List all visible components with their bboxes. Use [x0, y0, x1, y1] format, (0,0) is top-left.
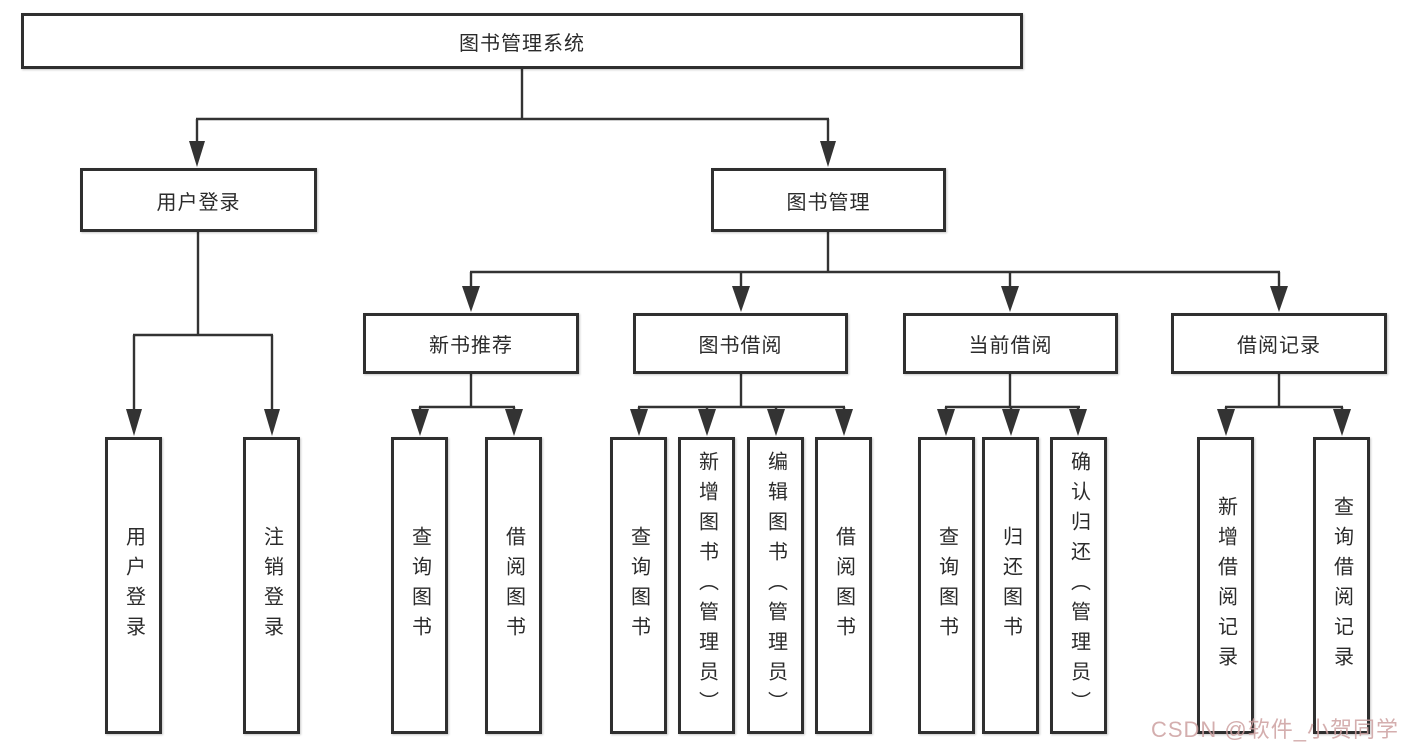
node-book-management-label: 图书管理 [786, 191, 871, 214]
watermark-text: CSDN @软件_小贺同学 [1150, 717, 1399, 742]
node-new-book-recommendation: 新书推荐 [363, 313, 579, 374]
leaf-query-books-recommend: 查询图书 [391, 437, 448, 734]
leaf-borrow-books-label: 借阅图书 [832, 525, 855, 646]
leaf-query-books-borrowing-label: 查询图书 [627, 525, 650, 646]
leaf-confirm-return-admin: 确认归还（管理员） [1050, 437, 1107, 734]
leaf-query-borrow-record-label: 查询借阅记录 [1330, 495, 1353, 676]
leaf-edit-books-admin-label: 编辑图书（管理员） [764, 450, 787, 721]
node-new-book-recommendation-label: 新书推荐 [429, 335, 513, 357]
node-current-borrowing: 当前借阅 [903, 313, 1118, 374]
leaf-add-books-admin: 新增图书（管理员） [678, 437, 735, 734]
leaf-query-borrow-record: 查询借阅记录 [1313, 437, 1370, 734]
leaf-return-books: 归还图书 [982, 437, 1039, 734]
leaf-query-books-recommend-label: 查询图书 [408, 525, 431, 646]
leaf-borrow-books-recommend-label: 借阅图书 [502, 525, 525, 646]
leaf-borrow-books-recommend: 借阅图书 [485, 437, 542, 734]
leaf-logout: 注销登录 [243, 437, 300, 734]
node-borrowing-records: 借阅记录 [1171, 313, 1387, 374]
leaf-add-books-admin-label: 新增图书（管理员） [695, 450, 718, 721]
node-book-borrowing-label: 图书借阅 [698, 335, 783, 357]
leaf-borrow-books: 借阅图书 [815, 437, 872, 734]
leaf-query-books-borrowing: 查询图书 [610, 437, 667, 734]
leaf-confirm-return-admin-label: 确认归还（管理员） [1067, 450, 1090, 721]
node-borrowing-records-label: 借阅记录 [1237, 335, 1321, 357]
leaf-add-borrow-record-label: 新增借阅记录 [1214, 495, 1237, 676]
node-book-management: 图书管理 [711, 168, 946, 232]
leaf-add-borrow-record: 新增借阅记录 [1197, 437, 1254, 734]
node-book-borrowing: 图书借阅 [633, 313, 848, 374]
node-user-login-label: 用户登录 [156, 191, 241, 214]
leaf-query-books-current: 查询图书 [918, 437, 975, 734]
leaf-logout-label: 注销登录 [260, 525, 283, 646]
node-current-borrowing-label: 当前借阅 [968, 335, 1053, 357]
leaf-query-books-current-label: 查询图书 [935, 525, 958, 646]
node-library-system-label: 图书管理系统 [459, 32, 585, 55]
leaf-user-login-label: 用户登录 [122, 525, 145, 646]
node-user-login: 用户登录 [80, 168, 317, 232]
leaf-user-login: 用户登录 [105, 437, 162, 734]
node-library-system: 图书管理系统 [21, 13, 1023, 69]
leaf-edit-books-admin: 编辑图书（管理员） [747, 437, 804, 734]
leaf-return-books-label: 归还图书 [999, 525, 1022, 646]
